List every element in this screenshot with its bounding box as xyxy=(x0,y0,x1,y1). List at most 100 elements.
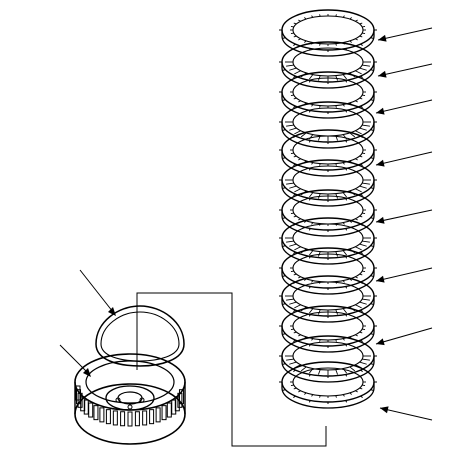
plate-lug xyxy=(293,339,296,342)
callout-leader xyxy=(375,151,433,166)
plate-tooth xyxy=(349,40,352,43)
plate-tooth xyxy=(349,278,352,281)
plate-tooth xyxy=(342,394,345,397)
plate-tooth xyxy=(311,394,314,397)
plate-tooth xyxy=(362,124,370,127)
plate-tooth xyxy=(311,280,314,283)
plate-lug xyxy=(360,43,363,46)
plate-tooth xyxy=(335,43,337,46)
plate-lug xyxy=(360,309,363,312)
plate-lug xyxy=(282,363,286,365)
drum-slot xyxy=(134,411,140,427)
plate-tooth xyxy=(304,17,307,20)
callout-leader xyxy=(377,63,433,77)
drum-hub-inner xyxy=(117,391,143,405)
plate-edge xyxy=(281,180,375,207)
callout-leader xyxy=(375,209,433,223)
plate-lug xyxy=(370,99,374,101)
plate-lug xyxy=(293,251,296,254)
plate-tooth xyxy=(359,273,363,276)
plate-tooth xyxy=(289,361,297,365)
plate-tooth xyxy=(359,243,367,247)
plate-lug xyxy=(308,80,311,83)
plate-lug xyxy=(360,163,363,166)
plate-tooth xyxy=(355,100,358,103)
friction-plate xyxy=(279,335,377,383)
plate-lug xyxy=(370,389,374,391)
right-callout-leaders xyxy=(375,27,433,421)
plate-tooth xyxy=(319,43,321,46)
plate-lug xyxy=(282,303,286,305)
plate-edge xyxy=(281,150,375,177)
plate-tooth xyxy=(362,182,370,185)
plate-tooth xyxy=(308,308,314,314)
plate-edge xyxy=(281,356,375,383)
plate-lug xyxy=(360,193,363,196)
plate-tooth xyxy=(289,185,297,189)
callout-leader xyxy=(59,344,89,374)
plate-tooth xyxy=(293,273,297,276)
clutch-plate-stack xyxy=(279,9,377,409)
plate-lug xyxy=(370,187,374,189)
steel-plate xyxy=(279,71,377,119)
plate-lug xyxy=(282,389,286,391)
drum-hub-outer xyxy=(105,385,155,411)
plate-lug xyxy=(282,217,286,219)
drum-slot xyxy=(88,402,94,418)
plate-tooth xyxy=(362,358,370,361)
plate-lug xyxy=(370,69,374,71)
plate-tooth xyxy=(349,392,352,395)
friction-plate xyxy=(279,159,377,207)
plate-tooth xyxy=(298,100,301,103)
callout-leader xyxy=(375,99,433,114)
plate-lug xyxy=(370,217,374,219)
drum-slot xyxy=(120,411,126,427)
plate-lug xyxy=(308,228,311,231)
plate-tooth xyxy=(294,246,301,251)
plate-tooth xyxy=(355,188,362,193)
plate-tooth xyxy=(355,246,362,251)
plate-lug xyxy=(345,140,348,143)
plate-tooth xyxy=(355,38,358,41)
plate-tooth xyxy=(298,158,301,161)
plate-tooth xyxy=(298,19,301,22)
plate-tooth xyxy=(359,35,363,38)
drum-slot xyxy=(93,405,99,421)
friction-plate xyxy=(279,275,377,323)
plate-tooth xyxy=(342,308,348,314)
plate-tooth xyxy=(342,74,348,80)
plate-tooth xyxy=(293,331,297,334)
plate-tooth xyxy=(359,185,367,189)
plate-tooth xyxy=(359,215,363,218)
plate-tooth xyxy=(335,339,337,342)
seal-inner xyxy=(100,311,180,362)
callout-arrowhead xyxy=(376,216,385,224)
plate-edge xyxy=(281,210,375,237)
plate-lug xyxy=(360,369,363,372)
plate-lug xyxy=(345,344,348,347)
plate-tooth xyxy=(293,387,297,390)
plate-lug xyxy=(293,75,296,78)
plate-tooth xyxy=(298,218,301,221)
pressure-plate xyxy=(279,9,377,57)
plate-tooth xyxy=(359,67,367,71)
plate-lug xyxy=(370,363,374,365)
plate-lug xyxy=(282,69,286,71)
plate-tooth xyxy=(289,67,297,71)
plate-tooth xyxy=(300,366,307,372)
plate-lug xyxy=(282,157,286,159)
plate-tooth xyxy=(298,276,301,279)
plate-tooth xyxy=(342,15,345,18)
plate-tooth xyxy=(294,188,301,193)
plate-lug xyxy=(360,105,363,108)
plate-lug xyxy=(308,140,311,143)
plate-tooth xyxy=(304,392,307,395)
callout-arrowhead xyxy=(108,307,116,316)
callout-arrowhead xyxy=(376,338,385,346)
plate-tooth xyxy=(362,298,370,301)
plate-tooth xyxy=(293,97,297,100)
plate-tooth xyxy=(286,182,294,185)
plate-tooth xyxy=(319,339,321,342)
friction-plate xyxy=(279,41,377,89)
plate-tooth xyxy=(349,132,356,138)
